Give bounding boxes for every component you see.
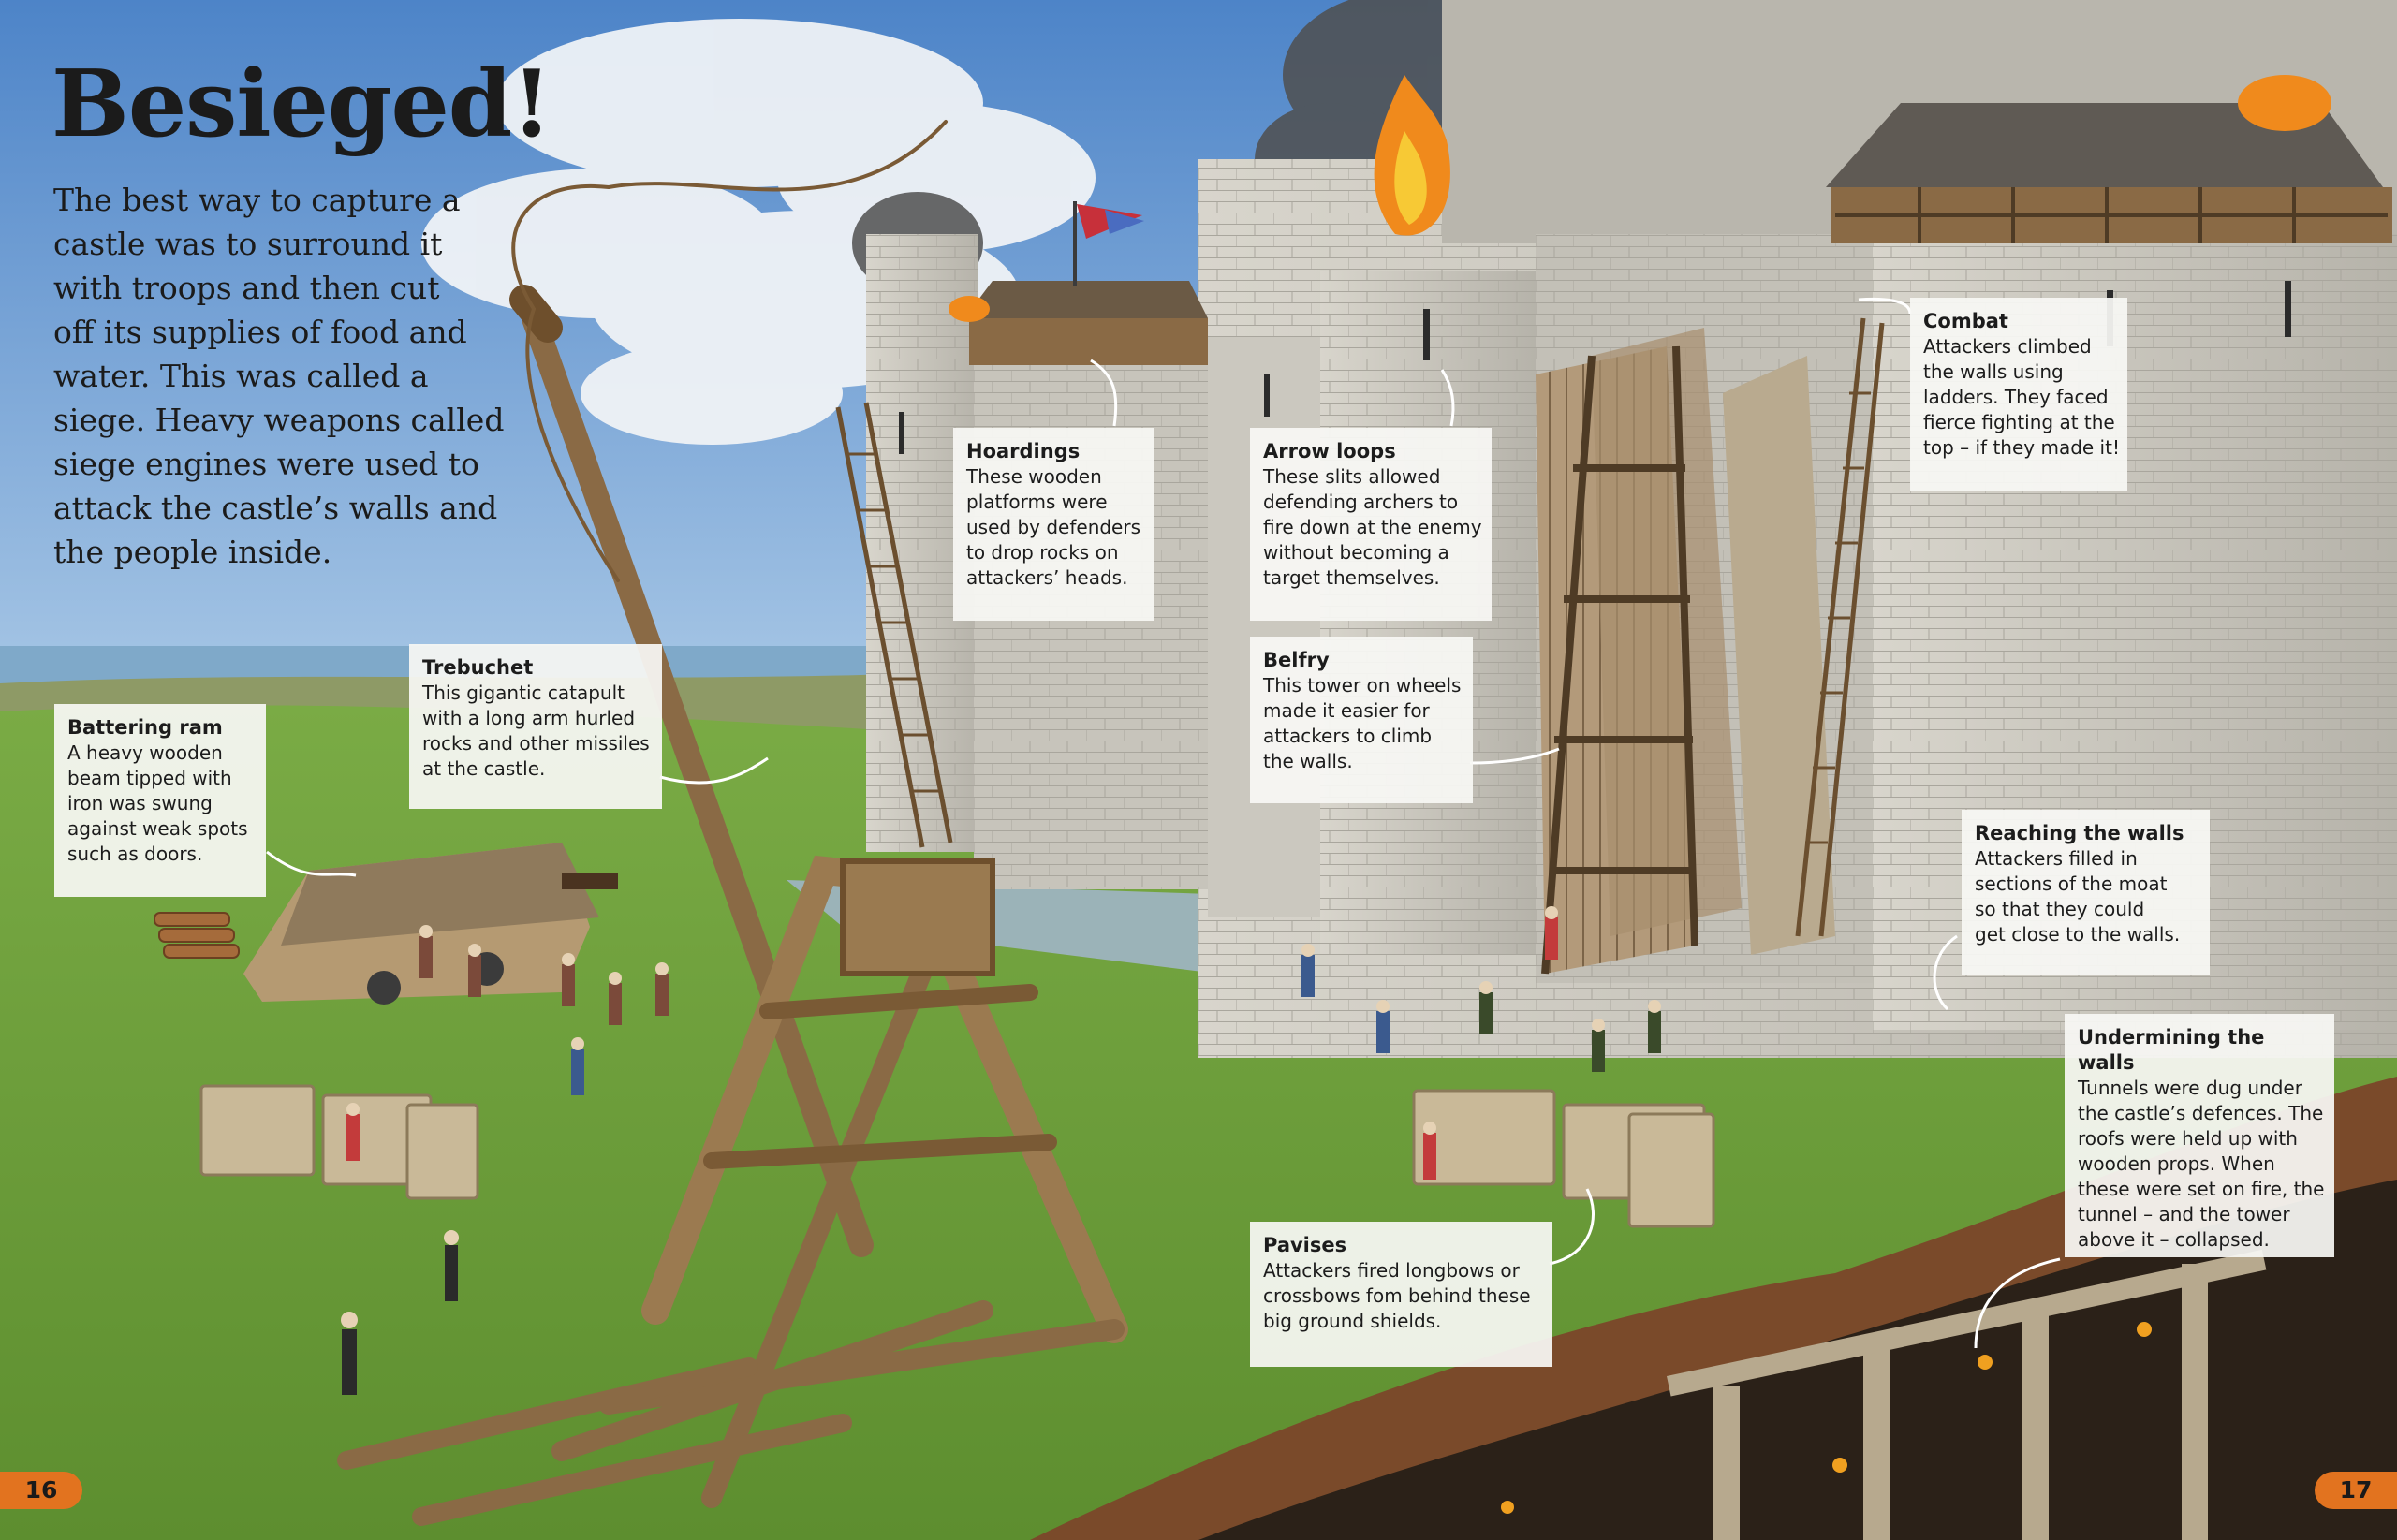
callout-line: the walls using xyxy=(1923,360,2064,383)
callout-trebuchet: Trebuchet This gigantic catapult with a … xyxy=(409,644,662,809)
intro-line: siege engines were used to xyxy=(53,446,479,482)
callout-line: without becoming a xyxy=(1263,541,1449,564)
callout-line: against weak spots xyxy=(67,817,248,840)
callout-line: wooden props. When xyxy=(2078,1152,2275,1175)
callout-body: Tunnels were dug under the castle’s defe… xyxy=(2078,1076,2325,1253)
callout-body: Attackers filled in sections of the moat… xyxy=(1975,846,2197,947)
callout-heading: Undermining the walls xyxy=(2078,1026,2265,1074)
callout-line: A heavy wooden xyxy=(67,741,223,764)
callout-line: ladders. They faced xyxy=(1923,386,2109,408)
callout-line: made it easier for xyxy=(1263,699,1430,722)
callout-line: get close to the walls. xyxy=(1975,923,2181,946)
callout-line: top – if they made it! xyxy=(1923,436,2120,459)
callout-body: This tower on wheels made it easier for … xyxy=(1263,673,1462,774)
callout-line: platforms were xyxy=(966,491,1108,513)
callout-line: defending archers to xyxy=(1263,491,1459,513)
callout-line: above it – collapsed. xyxy=(2078,1228,2270,1251)
callout-line: these were set on fire, the xyxy=(2078,1178,2325,1200)
page-number-right: 17 xyxy=(2315,1472,2397,1509)
callout-body: This gigantic catapult with a long arm h… xyxy=(422,681,650,782)
callout-body: These slits allowed defending archers to… xyxy=(1263,464,1482,591)
callout-line: Attackers fired longbows or xyxy=(1263,1259,1520,1282)
callout-line: rocks and other missiles xyxy=(422,732,650,755)
intro-line: castle was to surround it xyxy=(53,226,443,262)
callout-line: used by defenders xyxy=(966,516,1141,538)
callout-line: This tower on wheels xyxy=(1263,674,1462,697)
fire xyxy=(949,75,2331,322)
callout-line: to drop rocks on xyxy=(966,541,1119,564)
callout-line: Attackers climbed xyxy=(1923,335,2092,358)
callout-heading: Hoardings xyxy=(966,440,1081,462)
flag-icon xyxy=(1073,201,1144,286)
intro-line: off its supplies of food and xyxy=(53,314,467,350)
callout-line: roofs were held up with xyxy=(2078,1127,2298,1150)
callout-line: This gigantic catapult xyxy=(422,682,625,704)
intro-line: attack the castle’s walls and xyxy=(53,490,498,526)
intro-line: the people inside. xyxy=(53,534,332,570)
callout-combat: Combat Attackers climbed the walls using… xyxy=(1910,298,2127,491)
hoardings xyxy=(964,103,2392,365)
callout-line: such as doors. xyxy=(67,843,203,865)
callout-line: fire down at the enemy xyxy=(1263,516,1482,538)
callout-body: Attackers fired longbows or crossbows fo… xyxy=(1263,1258,1539,1334)
callout-line: These wooden xyxy=(966,465,1102,488)
callout-line: tunnel – and the tower xyxy=(2078,1203,2290,1225)
callout-line: the castle’s defences. The xyxy=(2078,1102,2324,1124)
callout-heading: Battering ram xyxy=(67,716,223,739)
callout-heading: Reaching the walls xyxy=(1975,822,2184,844)
clouds xyxy=(421,19,1096,445)
callout-line: at the castle. xyxy=(422,757,546,780)
ladder-rungs xyxy=(847,391,1871,844)
soldiers xyxy=(341,906,1661,1395)
intro-line: siege. Heavy weapons called xyxy=(53,402,505,438)
callout-heading: Pavises xyxy=(1263,1234,1347,1256)
callout-line: attackers’ heads. xyxy=(966,566,1128,589)
tunnel-cutaway xyxy=(1030,1077,2397,1540)
intro-paragraph: The best way to capture a castle was to … xyxy=(53,178,505,574)
callout-line: beam tipped with xyxy=(67,767,232,789)
callout-line: Attackers filled in xyxy=(1975,847,2138,870)
callout-body: These wooden platforms were used by defe… xyxy=(966,464,1141,591)
callout-line: so that they could xyxy=(1975,898,2145,920)
callout-undermining: Undermining the walls Tunnels were dug u… xyxy=(2065,1014,2334,1257)
page-number-left: 16 xyxy=(0,1472,82,1509)
callout-line: the walls. xyxy=(1263,750,1353,772)
callout-line: Tunnels were dug under xyxy=(2078,1077,2302,1099)
callout-heading: Combat xyxy=(1923,310,2008,332)
page-title: Besieged! xyxy=(51,51,551,158)
intro-line: water. This was called a xyxy=(53,358,429,394)
callout-line: fierce fighting at the xyxy=(1923,411,2115,433)
callout-line: iron was swung xyxy=(67,792,213,814)
callout-line: sections of the moat xyxy=(1975,873,2168,895)
callout-pavises: Pavises Attackers fired longbows or cros… xyxy=(1250,1222,1552,1367)
callout-line: target themselves. xyxy=(1263,566,1440,589)
callout-battering-ram: Battering ram A heavy wooden beam tipped… xyxy=(54,704,266,897)
callout-heading: Trebuchet xyxy=(422,656,534,679)
callout-line: with a long arm hurled xyxy=(422,707,636,729)
callout-line: big ground shields. xyxy=(1263,1310,1442,1332)
intro-line: The best way to capture a xyxy=(53,182,461,218)
callout-line: These slits allowed xyxy=(1263,465,1441,488)
callout-hoardings: Hoardings These wooden platforms were us… xyxy=(953,428,1154,621)
intro-line: with troops and then cut xyxy=(53,270,440,306)
callout-body: A heavy wooden beam tipped with iron was… xyxy=(67,741,253,867)
belfry-tower xyxy=(1536,328,1835,975)
callout-belfry: Belfry This tower on wheels made it easi… xyxy=(1250,637,1473,803)
callout-line: attackers to climb xyxy=(1263,725,1433,747)
callout-heading: Belfry xyxy=(1263,649,1330,671)
callout-line: crossbows fom behind these xyxy=(1263,1284,1531,1307)
callout-arrow-loops: Arrow loops These slits allowed defendin… xyxy=(1250,428,1492,621)
callout-heading: Arrow loops xyxy=(1263,440,1396,462)
trebuchet-counterweight xyxy=(840,858,995,976)
callout-reaching-walls: Reaching the walls Attackers filled in s… xyxy=(1962,810,2210,975)
callout-body: Attackers climbed the walls using ladder… xyxy=(1923,334,2120,461)
